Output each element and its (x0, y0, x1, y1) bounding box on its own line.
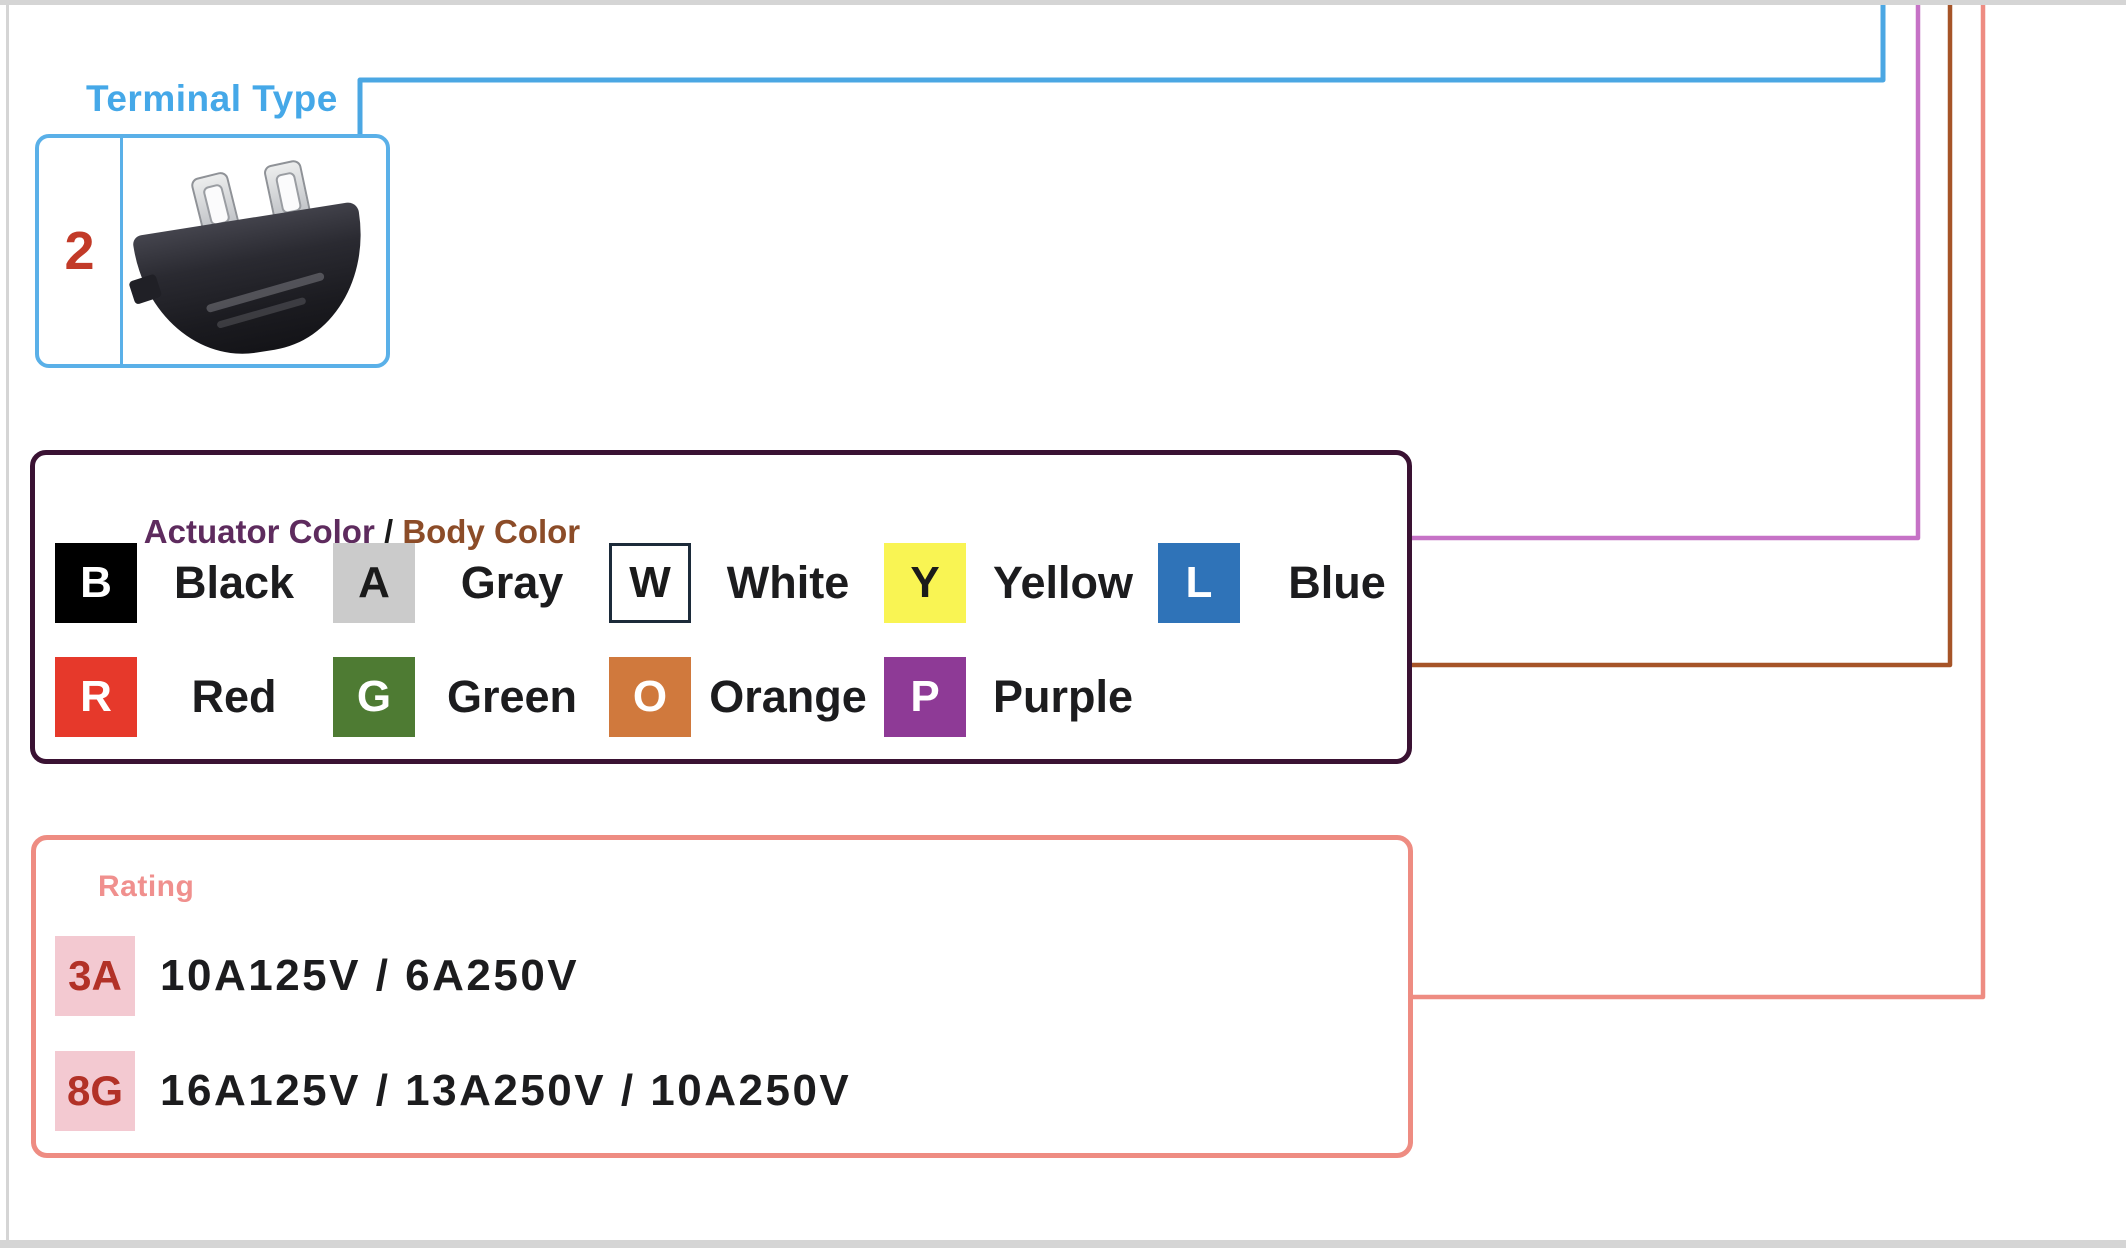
page-left-edge (6, 3, 9, 1243)
terminal-pin-hole (201, 182, 232, 227)
color-item-purple: P Purple (884, 657, 1160, 737)
rating-code-8G: 8G (55, 1051, 135, 1131)
color-swatch-Y: Y (884, 543, 966, 623)
terminal-box-divider (120, 138, 123, 364)
color-item-gray: A Gray (333, 543, 609, 623)
page-top-edge (0, 0, 2126, 5)
terminal-pin-hole (274, 171, 303, 215)
color-label-yellow: Yellow (992, 557, 1134, 608)
switch-mount-tab (128, 273, 163, 305)
body-color-connector-line (1410, 0, 1953, 668)
rocker-switch-photo (128, 158, 384, 370)
rating-box: Rating 3A 10A125V / 6A250V 8G 16A125V / … (31, 835, 1413, 1158)
color-item-red: R Red (55, 657, 331, 737)
rating-value-8G: 16A125V / 13A250V / 10A250V (160, 1066, 852, 1115)
color-item-white: W White (609, 543, 885, 623)
color-label-red: Red (191, 671, 277, 722)
rating-item-8G: 8G 16A125V / 13A250V / 10A250V (55, 1051, 851, 1131)
color-label-green: Green (446, 671, 578, 722)
terminal-type-connector-line (357, 2, 1886, 136)
color-label-blue: Blue (1288, 557, 1386, 608)
color-swatch-W: W (609, 543, 691, 623)
terminal-type-box: 2 (35, 134, 390, 370)
color-label-purple: Purple (992, 671, 1134, 722)
color-item-blue: L Blue (1158, 543, 1434, 623)
body-color-title: Body Color (402, 513, 581, 550)
color-label-white: White (726, 557, 850, 608)
color-swatch-L: L (1158, 543, 1240, 623)
terminal-type-title: Terminal Type (86, 78, 338, 119)
page-bottom-edge (0, 1240, 2126, 1248)
color-swatch-P: P (884, 657, 966, 737)
color-label-gray: Gray (460, 557, 564, 608)
color-swatch-O: O (609, 657, 691, 737)
rating-item-3A: 3A 10A125V / 6A250V (55, 936, 579, 1016)
color-codes-title: Actuator Color / Body Color (90, 475, 580, 589)
color-swatch-B: B (55, 543, 137, 623)
rating-connector-line (1411, 0, 1986, 1000)
color-item-orange: O Orange (609, 657, 885, 737)
color-swatch-R: R (55, 657, 137, 737)
color-codes-box: Actuator Color / Body Color B Black A Gr… (30, 450, 1412, 764)
color-label-orange: Orange (709, 671, 867, 722)
rating-code-3A: 3A (55, 936, 135, 1016)
rating-title: Rating (98, 870, 195, 903)
color-label-black: Black (173, 557, 295, 608)
title-separator: / (374, 513, 403, 550)
color-swatch-A: A (333, 543, 415, 623)
color-item-green: G Green (333, 657, 609, 737)
actuator-color-connector-line (1410, 0, 1921, 541)
color-item-black: B Black (55, 543, 331, 623)
rating-value-3A: 10A125V / 6A250V (160, 951, 580, 1000)
terminal-type-code: 2 (64, 221, 95, 281)
color-swatch-G: G (333, 657, 415, 737)
switch-body (128, 200, 379, 370)
color-item-yellow: Y Yellow (884, 543, 1160, 623)
